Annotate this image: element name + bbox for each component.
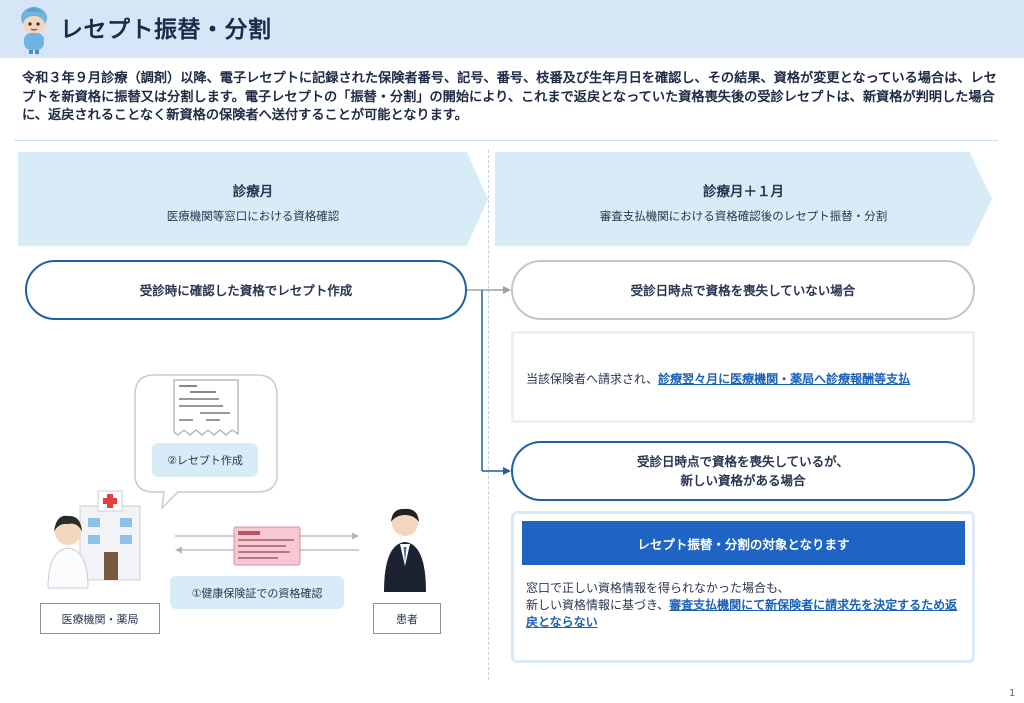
case-lost-line1: 受診日時点で資格を喪失しているが、 — [637, 454, 849, 469]
header-bar — [0, 0, 1024, 58]
case-lost-line2: 新しい資格がある場合 — [680, 473, 806, 488]
right-column-header: 診療月＋１月 審査支払機関における資格確認後のレセプト振替・分割 — [495, 152, 992, 246]
case-not-lost-detail: 当該保険者へ請求され、診療翌々月に医療機関・薬局へ診療報酬等支払 — [511, 331, 975, 423]
facility-label: 医療機関・薬局 — [40, 603, 160, 634]
create-receipt-label: ②レセプト作成 — [152, 443, 258, 477]
case1-text-highlight: 診療翌々月に医療機関・薬局へ診療報酬等支払 — [658, 372, 911, 386]
right-column-subtitle: 審査支払機関における資格確認後のレセプト振替・分割 — [599, 209, 888, 223]
page-title: レセプト振替・分割 — [60, 17, 272, 43]
case-lost-pill: 受診日時点で資格を喪失しているが、 新しい資格がある場合 — [511, 441, 975, 501]
case-not-lost-pill: 受診日時点で資格を喪失していない場合 — [511, 260, 975, 320]
case-lost-detail: レセプト振替・分割の対象となります 窓口で正しい資格情報を得られなかった場合も、… — [511, 511, 975, 663]
left-process-pill: 受診時に確認した資格でレセプト作成 — [25, 260, 467, 320]
column-divider — [488, 150, 489, 680]
divider — [14, 140, 998, 141]
page-number: 1 — [1009, 688, 1016, 699]
case2-text-a: 窓口で正しい資格情報を得られなかった場合も、 — [526, 581, 790, 595]
left-column-header: 診療月 医療機関等窓口における資格確認 — [18, 152, 488, 246]
case-not-lost-text: 当該保険者へ請求され、診療翌々月に医療機関・薬局へ診療報酬等支払 — [526, 370, 910, 387]
insurance-check-label: ①健康保険証での資格確認 — [170, 576, 344, 609]
left-column-subtitle: 医療機関等窓口における資格確認 — [166, 209, 340, 223]
case2-text-highlight: 審査支払機関にて新保険者に請求先を決定するため返戻とならない — [526, 598, 958, 629]
right-column-title: 診療月＋１月 — [703, 184, 784, 200]
receipt-document-icon — [173, 379, 239, 436]
intro-text: 令和３年９月診療（調剤）以降、電子レセプトに記録された保険者番号、記号、番号、枝… — [22, 71, 997, 123]
insurance-card-icon — [233, 526, 301, 566]
left-column-title: 診療月 — [232, 184, 274, 200]
case-lost-text: 窓口で正しい資格情報を得られなかった場合も、 新しい資格情報に基づき、審査支払機… — [526, 580, 966, 631]
mascot-icon — [21, 7, 47, 54]
patient-label: 患者 — [373, 603, 441, 634]
transfer-banner: レセプト振替・分割の対象となります — [522, 521, 965, 565]
patient-icon — [384, 508, 426, 592]
case2-text-b: 新しい資格情報に基づき、 — [526, 598, 670, 612]
case1-text-a: 当該保険者へ請求され、 — [526, 372, 659, 386]
hospital-icon — [47, 490, 141, 589]
